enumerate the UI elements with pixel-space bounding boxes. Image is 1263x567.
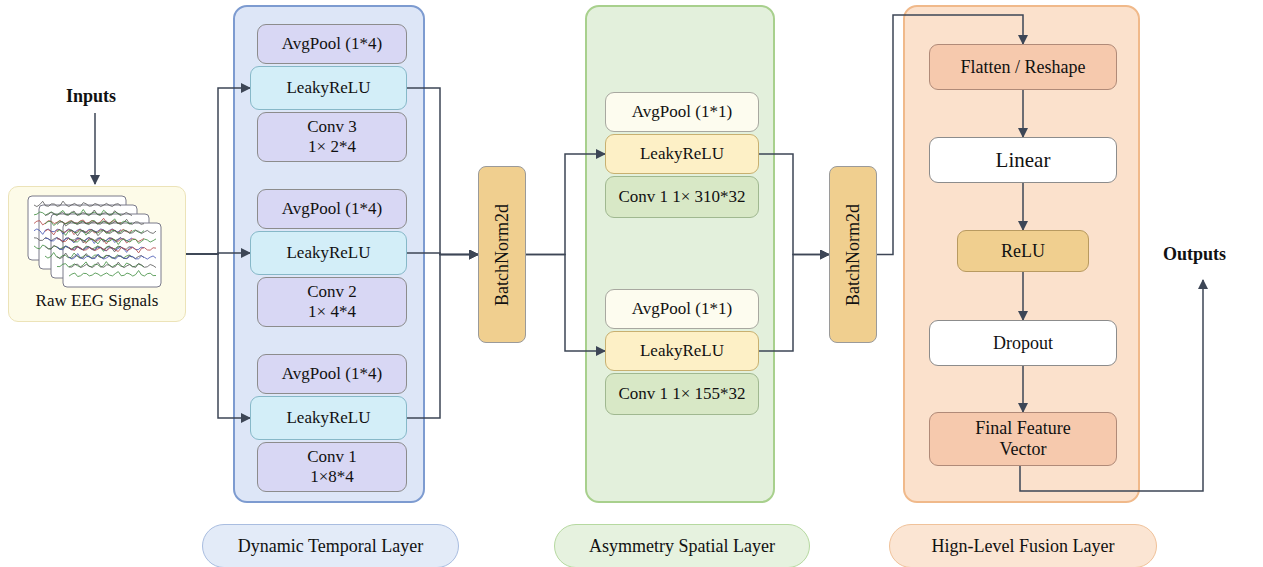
box-label: LeakyReLU	[286, 243, 370, 263]
flow-arrow	[407, 88, 478, 255]
batchnorm-box: BatchNorm2d	[478, 166, 526, 343]
box-label: Dropout	[993, 333, 1053, 354]
flow-arrow	[186, 253, 250, 254]
layer-panel: AvgPool (1*4)LeakyReLUConv 3 1× 2*4AvgPo…	[233, 5, 425, 503]
box-label: LeakyReLU	[640, 144, 724, 164]
output-label: Outputs	[1163, 244, 1226, 265]
flow-arrow	[186, 254, 250, 418]
flow-arrow	[526, 154, 605, 255]
flow-arrow	[1022, 183, 1024, 230]
process-box: AvgPool (1*1)	[605, 92, 759, 132]
output-arrow	[1020, 280, 1203, 491]
input-arrow	[94, 113, 96, 184]
flow-arrow	[526, 255, 605, 352]
process-box: AvgPool (1*4)	[257, 189, 407, 229]
process-box: Dropout	[929, 320, 1117, 366]
box-label: LeakyReLU	[286, 78, 370, 98]
box-label: AvgPool (1*1)	[632, 299, 732, 319]
process-box: LeakyReLU	[250, 66, 407, 110]
box-label: BatchNorm2d	[492, 204, 513, 306]
process-box: Conv 1 1× 155*32	[605, 373, 759, 415]
flow-arrow	[1022, 366, 1024, 412]
process-box: AvgPool (1*4)	[257, 24, 407, 64]
box-label: Conv 1 1× 155*32	[618, 384, 745, 404]
process-box: Conv 1 1× 310*32	[605, 176, 759, 218]
box-label: Linear	[996, 148, 1051, 172]
eeg-sheets	[28, 196, 161, 287]
process-box: Conv 2 1× 4*4	[257, 277, 407, 327]
input-caption: Raw EEG Signals	[9, 291, 185, 311]
eeg-wave	[69, 230, 156, 235]
layer-title: Asymmetry Spatial Layer	[554, 524, 810, 567]
flow-arrow	[1022, 90, 1024, 137]
process-box: Flatten / Reshape	[929, 44, 1117, 90]
box-label: LeakyReLU	[286, 408, 370, 428]
eeg-wave	[69, 271, 156, 277]
eeg-wave	[57, 219, 144, 226]
process-box: Final Feature Vector	[929, 412, 1117, 466]
box-label: Conv 1 1×8*4	[301, 447, 363, 486]
box-label: AvgPool (1*4)	[282, 34, 382, 54]
eeg-wave	[69, 239, 156, 245]
process-box: LeakyReLU	[250, 396, 407, 440]
layer-panel: Flatten / ReshapeLinearReLU DropoutFinal …	[903, 5, 1140, 503]
process-box: AvgPool (1*1)	[605, 289, 759, 329]
box-label: ReLU	[1001, 241, 1045, 262]
box-label: Conv 3 1× 2*4	[301, 117, 363, 156]
box-label: AvgPool (1*1)	[632, 102, 732, 122]
box-label: Final Feature Vector	[958, 418, 1088, 459]
box-label: Conv 2 1× 4*4	[301, 282, 363, 321]
box-label: LeakyReLU	[640, 341, 724, 361]
eeg-wave	[45, 210, 132, 216]
flow-arrow	[1022, 272, 1024, 320]
flow-arrow	[407, 253, 478, 255]
box-label: AvgPool (1*4)	[282, 364, 382, 384]
process-box: AvgPool (1*4)	[257, 354, 407, 394]
process-box: LeakyReLU	[250, 231, 407, 275]
eeg-wave	[69, 247, 156, 253]
layer-panel: AvgPool (1*1)LeakyReLUConv 1 1× 310*32Av…	[585, 5, 775, 503]
process-box: Linear	[929, 137, 1117, 183]
box-label: AvgPool (1*4)	[282, 199, 382, 219]
eeg-wave	[57, 246, 144, 252]
layer-title: Hign-Level Fusion Layer	[889, 524, 1157, 567]
process-box: LeakyReLU	[605, 134, 759, 174]
flow-arrow	[407, 255, 478, 419]
process-box: Conv 1 1×8*4	[257, 442, 407, 492]
flow-arrow	[877, 15, 1023, 255]
process-box: ReLU	[957, 230, 1089, 272]
process-box: LeakyReLU	[605, 331, 759, 371]
flow-arrow	[759, 255, 829, 352]
box-label: Flatten / Reshape	[961, 57, 1086, 78]
flow-arrow	[759, 154, 829, 255]
eeg-wave	[69, 262, 156, 267]
eeg-wave	[69, 254, 156, 260]
process-box: Conv 3 1× 2*4	[257, 112, 407, 162]
batchnorm-box: BatchNorm2d	[829, 166, 877, 343]
flow-arrow	[186, 88, 250, 254]
layer-title: Dynamic Temporal Layer	[202, 524, 459, 567]
input-label: Inputs	[66, 86, 116, 107]
box-label: BatchNorm2d	[843, 204, 864, 306]
box-label: Conv 1 1× 310*32	[618, 187, 745, 207]
eeg-wave	[34, 201, 121, 206]
eeg-waves	[34, 201, 156, 276]
